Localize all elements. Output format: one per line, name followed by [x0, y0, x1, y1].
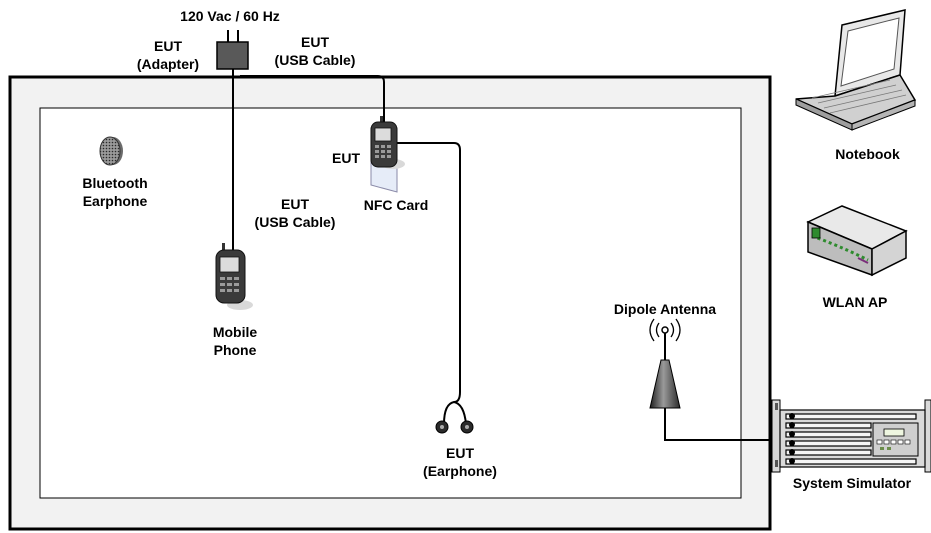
bluetooth-earphone-label-line2: Earphone [82, 193, 148, 209]
system-simulator-label: System Simulator [792, 475, 912, 491]
antenna-coax-cable [664, 408, 795, 441]
nfc-card-label: NFC Card [363, 197, 429, 213]
eut-phone-icon [370, 116, 405, 193]
wlan-ap-label: WLAN AP [822, 294, 888, 310]
eut-earphone-label-line2: (Earphone) [423, 463, 497, 479]
dipole-antenna-icon [649, 318, 681, 409]
eut-phone-label: EUT [332, 150, 360, 166]
mobile-phone-label-line2: Phone [213, 342, 257, 358]
ac-adapter-icon [216, 30, 249, 70]
eut-usb-cable-mid-label-line1: EUT [281, 196, 309, 212]
bluetooth-earphone-icon [99, 136, 123, 166]
bluetooth-earphone-label: Bluetooth Earphone [60, 174, 170, 210]
mobile-phone-icon [215, 243, 253, 310]
eut-usb-cable-top-label-line2: (USB Cable) [274, 52, 356, 68]
mobile-phone-label-line1: Mobile [212, 324, 258, 340]
eut-adapter-label: EUT (Adapter) [118, 37, 218, 73]
eut-adapter-label-line1: EUT [154, 38, 182, 54]
eut-usb-cable-top-label: EUT (USB Cable) [260, 33, 370, 69]
mobile-phone-label: Mobile Phone [195, 323, 275, 359]
eut-earphone-label-line1: EUT [446, 445, 474, 461]
eut-earphone-label: EUT (Earphone) [405, 444, 515, 480]
system-simulator-icon [771, 399, 931, 473]
power-source-label: 120 Vac / 60 Hz [180, 8, 280, 24]
cables [232, 68, 795, 441]
bluetooth-earphone-label-line1: Bluetooth [82, 175, 148, 191]
eut-usb-cable-mid-label: EUT (USB Cable) [240, 195, 350, 231]
earphone-cable [396, 142, 461, 403]
eut-adapter-label-line2: (Adapter) [136, 56, 200, 72]
wlan-ap-icon [806, 205, 908, 277]
usb-cable-to-eut-phone [240, 75, 385, 130]
eut-earphone-icon [435, 400, 474, 434]
eut-usb-cable-top-label-line1: EUT [301, 34, 329, 50]
eut-usb-cable-mid-label-line2: (USB Cable) [254, 214, 336, 230]
dipole-antenna-label: Dipole Antenna [613, 301, 717, 317]
notebook-icon [795, 9, 917, 131]
notebook-label: Notebook [835, 146, 900, 162]
